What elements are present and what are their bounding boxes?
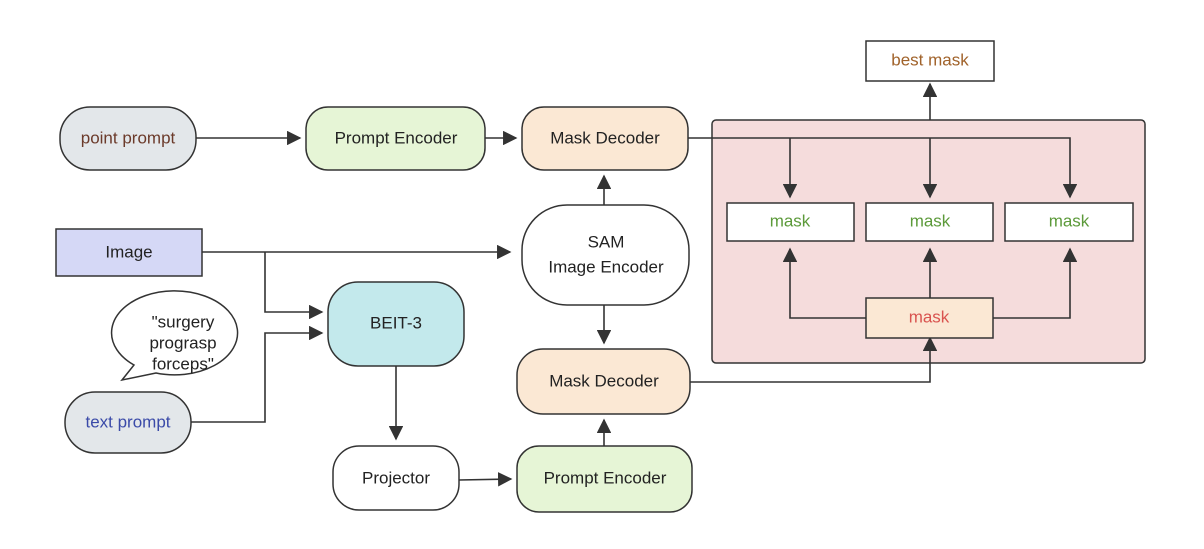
prompt-encoder-bottom-label: Prompt Encoder [544,468,667,487]
edges [191,82,1078,487]
point-prompt-label: point prompt [81,128,176,147]
text-prompt-label: text prompt [85,412,170,431]
sam-label-line2: Image Encoder [548,257,664,276]
mask-node-1 [726,202,855,242]
prompt-encoder-top-label: Prompt Encoder [335,128,458,147]
mask-center-label: mask [909,307,950,326]
mask-center-node [865,297,994,339]
edge-center-to-mask-1 [782,247,866,319]
mask-2-label: mask [910,211,951,230]
edge-projector-to-prompt-encoder [458,472,513,487]
image-label: Image [105,242,152,261]
mask-3-label: mask [1049,211,1090,230]
prompt-encoder-bottom-node [516,445,693,513]
mask-decoder-top-label: Mask Decoder [550,128,660,147]
sam-image-encoder-node [521,204,690,306]
projector-node [332,445,460,511]
prompt-encoder-top-node [305,106,486,171]
projector-label: Projector [362,468,430,487]
edge-center-to-mask-3 [993,247,1078,319]
mask-node-2 [865,202,994,242]
beit3-node [327,281,465,367]
mask-node-3 [1004,202,1134,242]
mask-decoder-bottom-label: Mask Decoder [549,371,659,390]
edge-image-to-beit [264,252,324,320]
mask-decoder-top-node [521,106,689,171]
mask-decoder-bottom-node [516,348,691,415]
edge-text-to-beit [191,325,324,423]
speech-bubble [110,290,239,382]
point-prompt-node [59,106,197,171]
best-mask-label: best mask [891,50,969,69]
best-mask-node [865,40,995,82]
text-prompt-node [64,391,192,454]
speech-line-1: "surgery [152,312,215,331]
mask-1-label: mask [770,211,811,230]
edge-mask-decoder-to-center-mask [690,336,938,383]
beit3-label: BEIT-3 [370,313,422,332]
image-node [55,228,203,277]
edge-decoder-to-mask-3 [688,137,1078,199]
speech-line-3: forceps" [152,354,214,373]
speech-line-2: prograsp [149,333,216,352]
sam-label-line1: SAM [588,232,625,251]
